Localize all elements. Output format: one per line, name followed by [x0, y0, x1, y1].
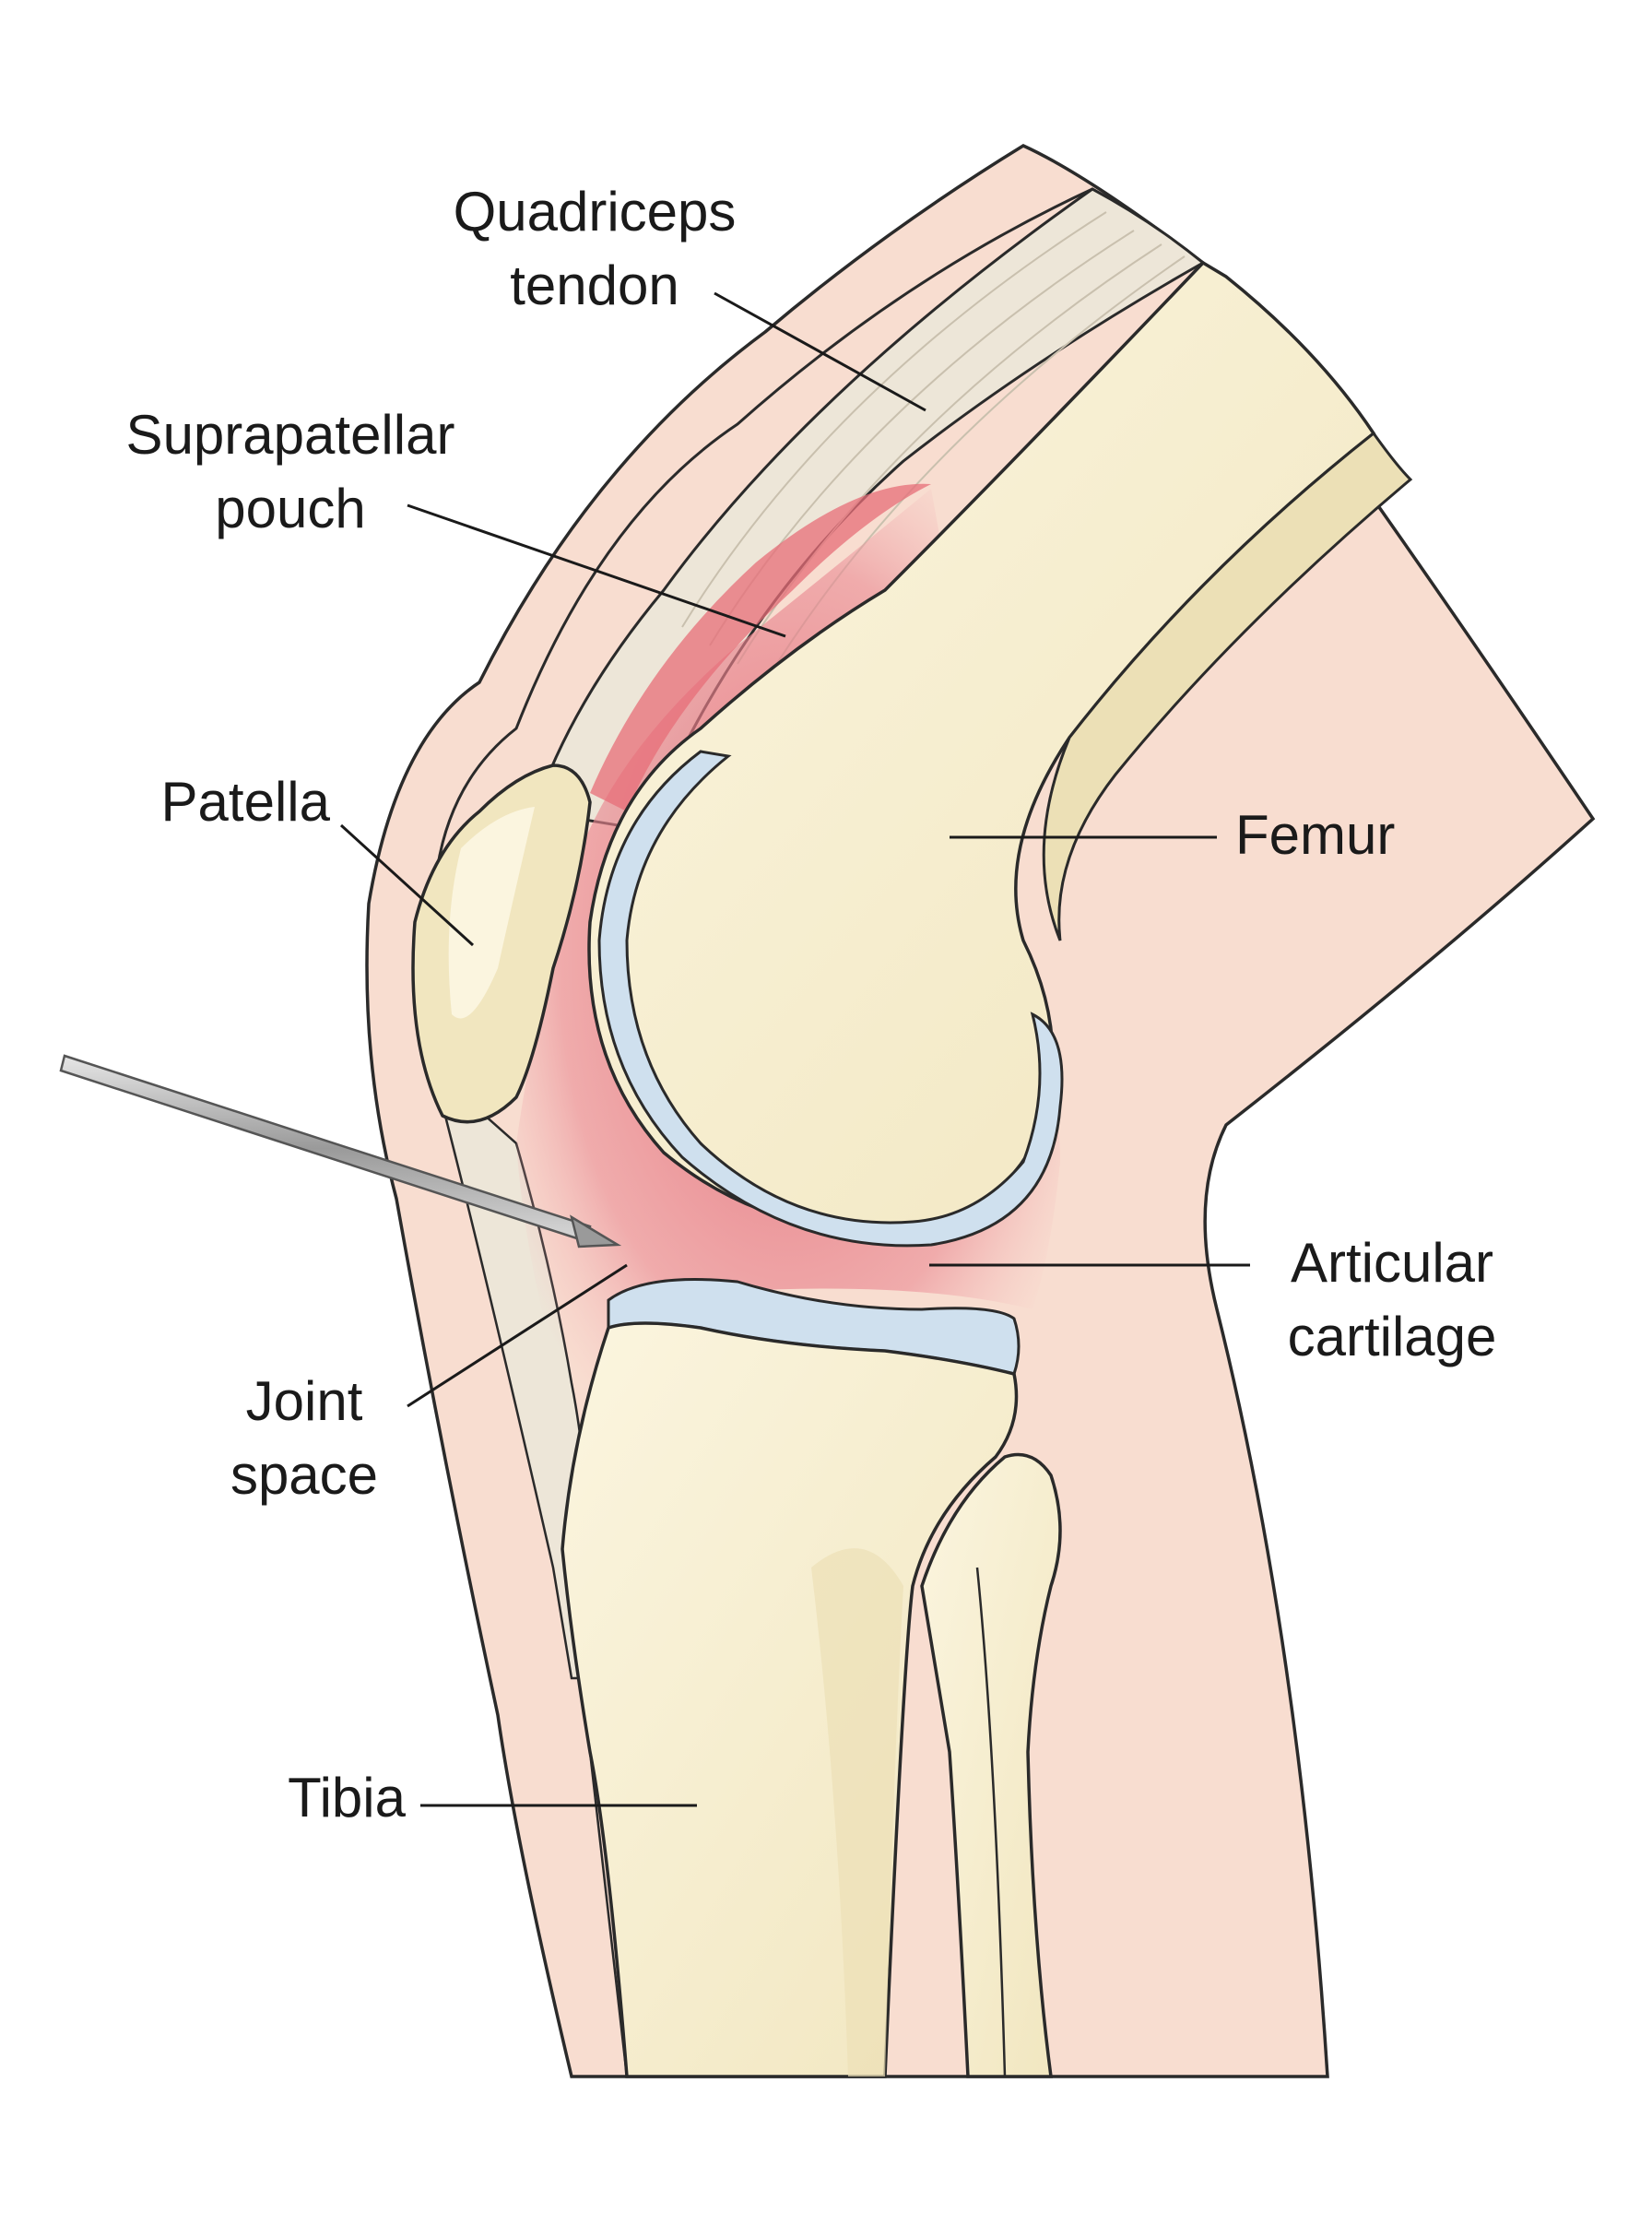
tibia-inner-line: [588, 1751, 629, 2077]
femur-posterior-band: [1042, 431, 1413, 941]
label-patella: Patella: [160, 771, 330, 833]
label-articular-cartilage: Articular cartilage: [1287, 1232, 1497, 1367]
fibula-inner-line: [975, 1567, 1007, 2077]
tibia-shaft-shadow: [811, 1548, 903, 2077]
leader-quadriceps-tendon: [714, 291, 926, 412]
patella-highlight: [448, 807, 535, 1019]
label-tibia: Tibia: [288, 1767, 406, 1828]
label-femur: Femur: [1235, 804, 1396, 866]
leader-patella: [339, 823, 475, 947]
label-joint-space: Joint space: [230, 1370, 379, 1506]
leader-suprapatellar-pouch: [407, 503, 786, 638]
suprapatellar-pouch: [590, 483, 931, 811]
tibia: [560, 1321, 1019, 2078]
needle: [59, 1054, 622, 1249]
label-suprapatellar-pouch: Suprapatellar pouch: [125, 404, 455, 539]
label-quadriceps-tendon: Quadriceps tendon: [453, 181, 737, 316]
leader-joint-space: [407, 1263, 628, 1408]
leader-lines: [339, 291, 1250, 1807]
skin-inner-contour: [431, 187, 1093, 923]
femoral-cartilage: [597, 750, 1064, 1248]
